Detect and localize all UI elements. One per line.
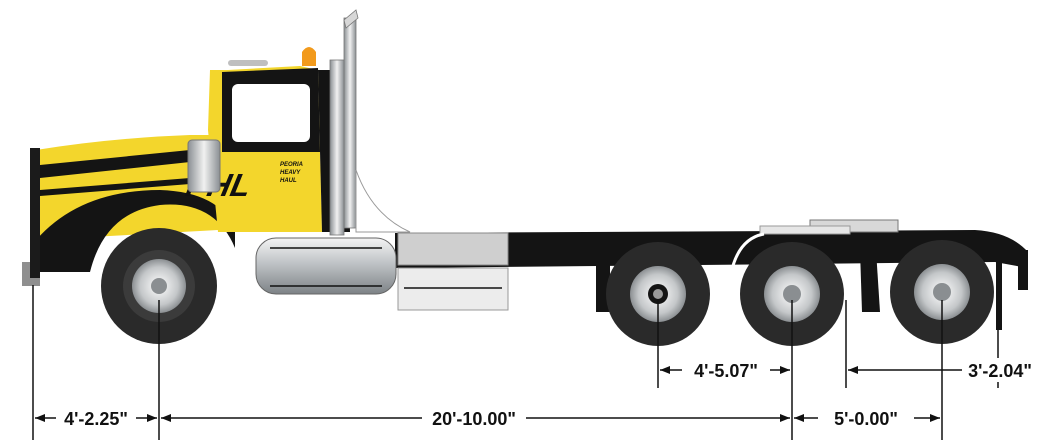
roof-horn bbox=[228, 60, 268, 66]
front-wheel bbox=[101, 228, 217, 344]
label-bg-spread2 bbox=[818, 406, 914, 430]
rear-bumper-post bbox=[1018, 250, 1028, 290]
battery-box bbox=[397, 232, 509, 266]
cab-window bbox=[232, 84, 310, 142]
arrow-spread2-right bbox=[930, 414, 940, 422]
deck-plate bbox=[759, 225, 851, 235]
arrow-front-overhang-left bbox=[35, 414, 45, 422]
rear-mudflap bbox=[996, 250, 1002, 330]
dimension-annotations: 4'-2.25" 20'-10.00" 5'-0.00" 4'-5.07" 3'… bbox=[32, 285, 1038, 440]
truck-illustration: PHL PEORIA HEAVY HAUL bbox=[22, 9, 1028, 346]
arrow-rear-overhang-left bbox=[848, 366, 858, 374]
air-cleaner bbox=[187, 139, 221, 193]
hood-stripe bbox=[40, 150, 190, 178]
drive-wheel-1 bbox=[606, 242, 710, 346]
arrow-wheelbase-left bbox=[161, 414, 171, 422]
tool-box bbox=[397, 267, 509, 311]
exhaust-stack-front bbox=[329, 59, 345, 236]
dim-axle-spread-1: 4'-5.07" bbox=[694, 361, 758, 381]
cab-door-lower bbox=[222, 152, 320, 228]
front-fender bbox=[36, 190, 235, 272]
arrow-spread2-left bbox=[794, 414, 804, 422]
dim-rear-overhang: 3'-2.04" bbox=[968, 361, 1032, 381]
dim-axle-spread-2: 5'-0.00" bbox=[834, 409, 898, 429]
label-bg-rear-overhang bbox=[962, 358, 1038, 382]
deck-fairing bbox=[355, 169, 411, 233]
grille bbox=[30, 148, 40, 278]
label-bg-wheelbase bbox=[422, 406, 526, 430]
arrow-wheelbase-right bbox=[780, 414, 790, 422]
rear-wheel bbox=[890, 240, 994, 344]
fuel-tank bbox=[255, 237, 397, 295]
rear-fender-arc bbox=[726, 232, 765, 301]
arrow-spread1-right bbox=[780, 366, 790, 374]
logo-line-1: PEORIA bbox=[280, 162, 303, 168]
logo-line-2: HEAVY bbox=[280, 170, 301, 176]
label-bg-front-overhang bbox=[56, 406, 136, 430]
label-bg-spread1 bbox=[682, 358, 770, 382]
rear-hanger-2 bbox=[860, 250, 880, 312]
dim-wheelbase: 20'-10.00" bbox=[432, 409, 516, 429]
dim-front-overhang: 4'-2.25" bbox=[64, 409, 128, 429]
logo-line-3: HAUL bbox=[280, 178, 297, 184]
hood-stripe-2 bbox=[40, 178, 190, 196]
exhaust-stack-tip bbox=[343, 9, 359, 29]
arrow-front-overhang-right bbox=[147, 414, 157, 422]
amber-beacon bbox=[302, 47, 316, 66]
arrow-spread1-left bbox=[660, 366, 670, 374]
exhaust-stack-rear bbox=[343, 17, 357, 229]
drive-wheel-2 bbox=[740, 242, 844, 346]
